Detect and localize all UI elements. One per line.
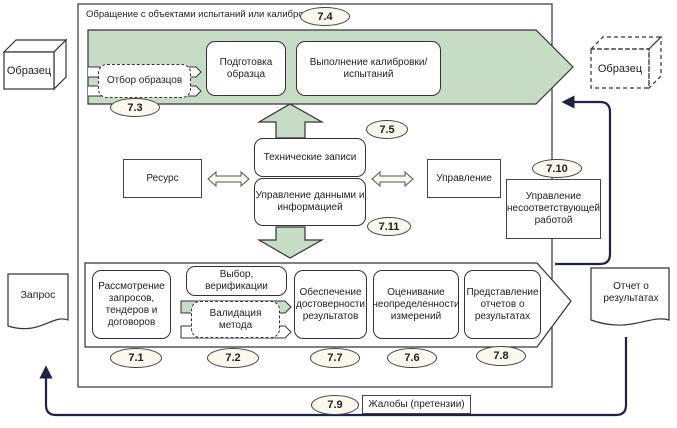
clause-badge-7-8: 7.8 — [476, 346, 526, 366]
management-box: Управление — [427, 159, 501, 198]
clause-badge-7-6: 7.6 — [387, 348, 437, 368]
up-arrow — [256, 103, 325, 139]
diagram-title: Обращение с объектами испытаний или кали… — [86, 9, 319, 20]
clause-badge-7-11: 7.11 — [367, 217, 411, 236]
uncertainty-evaluation-box: Оценивание неопределенности измерений — [372, 270, 460, 339]
technical-records-box: Технические записи — [254, 138, 366, 177]
data-management-box: Управление данными и информацией — [254, 178, 366, 226]
sampling-box: Отбор образцов — [98, 64, 191, 98]
clause-badge-7-4: 7.4 — [300, 7, 350, 26]
method-validation-box: Валидация метода — [191, 301, 280, 338]
clause-badge-7-5: 7.5 — [366, 120, 408, 139]
complaints-loop-arrow — [39, 337, 628, 417]
request-review-box: Рассмотрение запросов, тендеров и догово… — [92, 270, 171, 339]
clause-badge-7-2: 7.2 — [207, 348, 259, 368]
clause-badge-7-7: 7.7 — [310, 348, 360, 368]
result-reporting-box: Представление отчетов о результатах — [464, 270, 541, 339]
request-label: Запрос — [20, 289, 56, 301]
sample-output-label: Образец — [597, 62, 643, 75]
resource-double-arrow — [207, 170, 250, 188]
down-arrow — [256, 226, 325, 259]
request-document — [7, 273, 69, 330]
management-double-arrow — [371, 170, 414, 188]
complaints-box: Жалобы (претензии) — [362, 395, 471, 414]
calibration-execution-box: Выполнение калибровки/ испытаний — [296, 41, 441, 96]
nonconforming-work-box: Управление несоответствующей работой — [506, 179, 601, 239]
report-document — [590, 267, 670, 326]
clause-badge-7-3: 7.3 — [110, 98, 160, 117]
report-label: Отчет о результатах — [603, 281, 659, 304]
method-selection-box: Выбор, верификации — [186, 266, 287, 296]
sample-input-cube — [2, 38, 68, 91]
nonconforming-feedback-arrow — [555, 95, 612, 266]
sample-preparation-box: Подготовка образца — [206, 41, 286, 96]
result-validity-box: Обеспечение достоверности результатов — [294, 270, 367, 339]
sample-input-label: Образец — [6, 64, 52, 77]
resource-box: Ресурс — [123, 159, 202, 198]
sample-output-cube — [589, 35, 663, 90]
clause-badge-7-9: 7.9 — [311, 395, 359, 415]
clause-badge-7-1: 7.1 — [110, 348, 162, 368]
clause-badge-7-10: 7.10 — [532, 159, 582, 178]
